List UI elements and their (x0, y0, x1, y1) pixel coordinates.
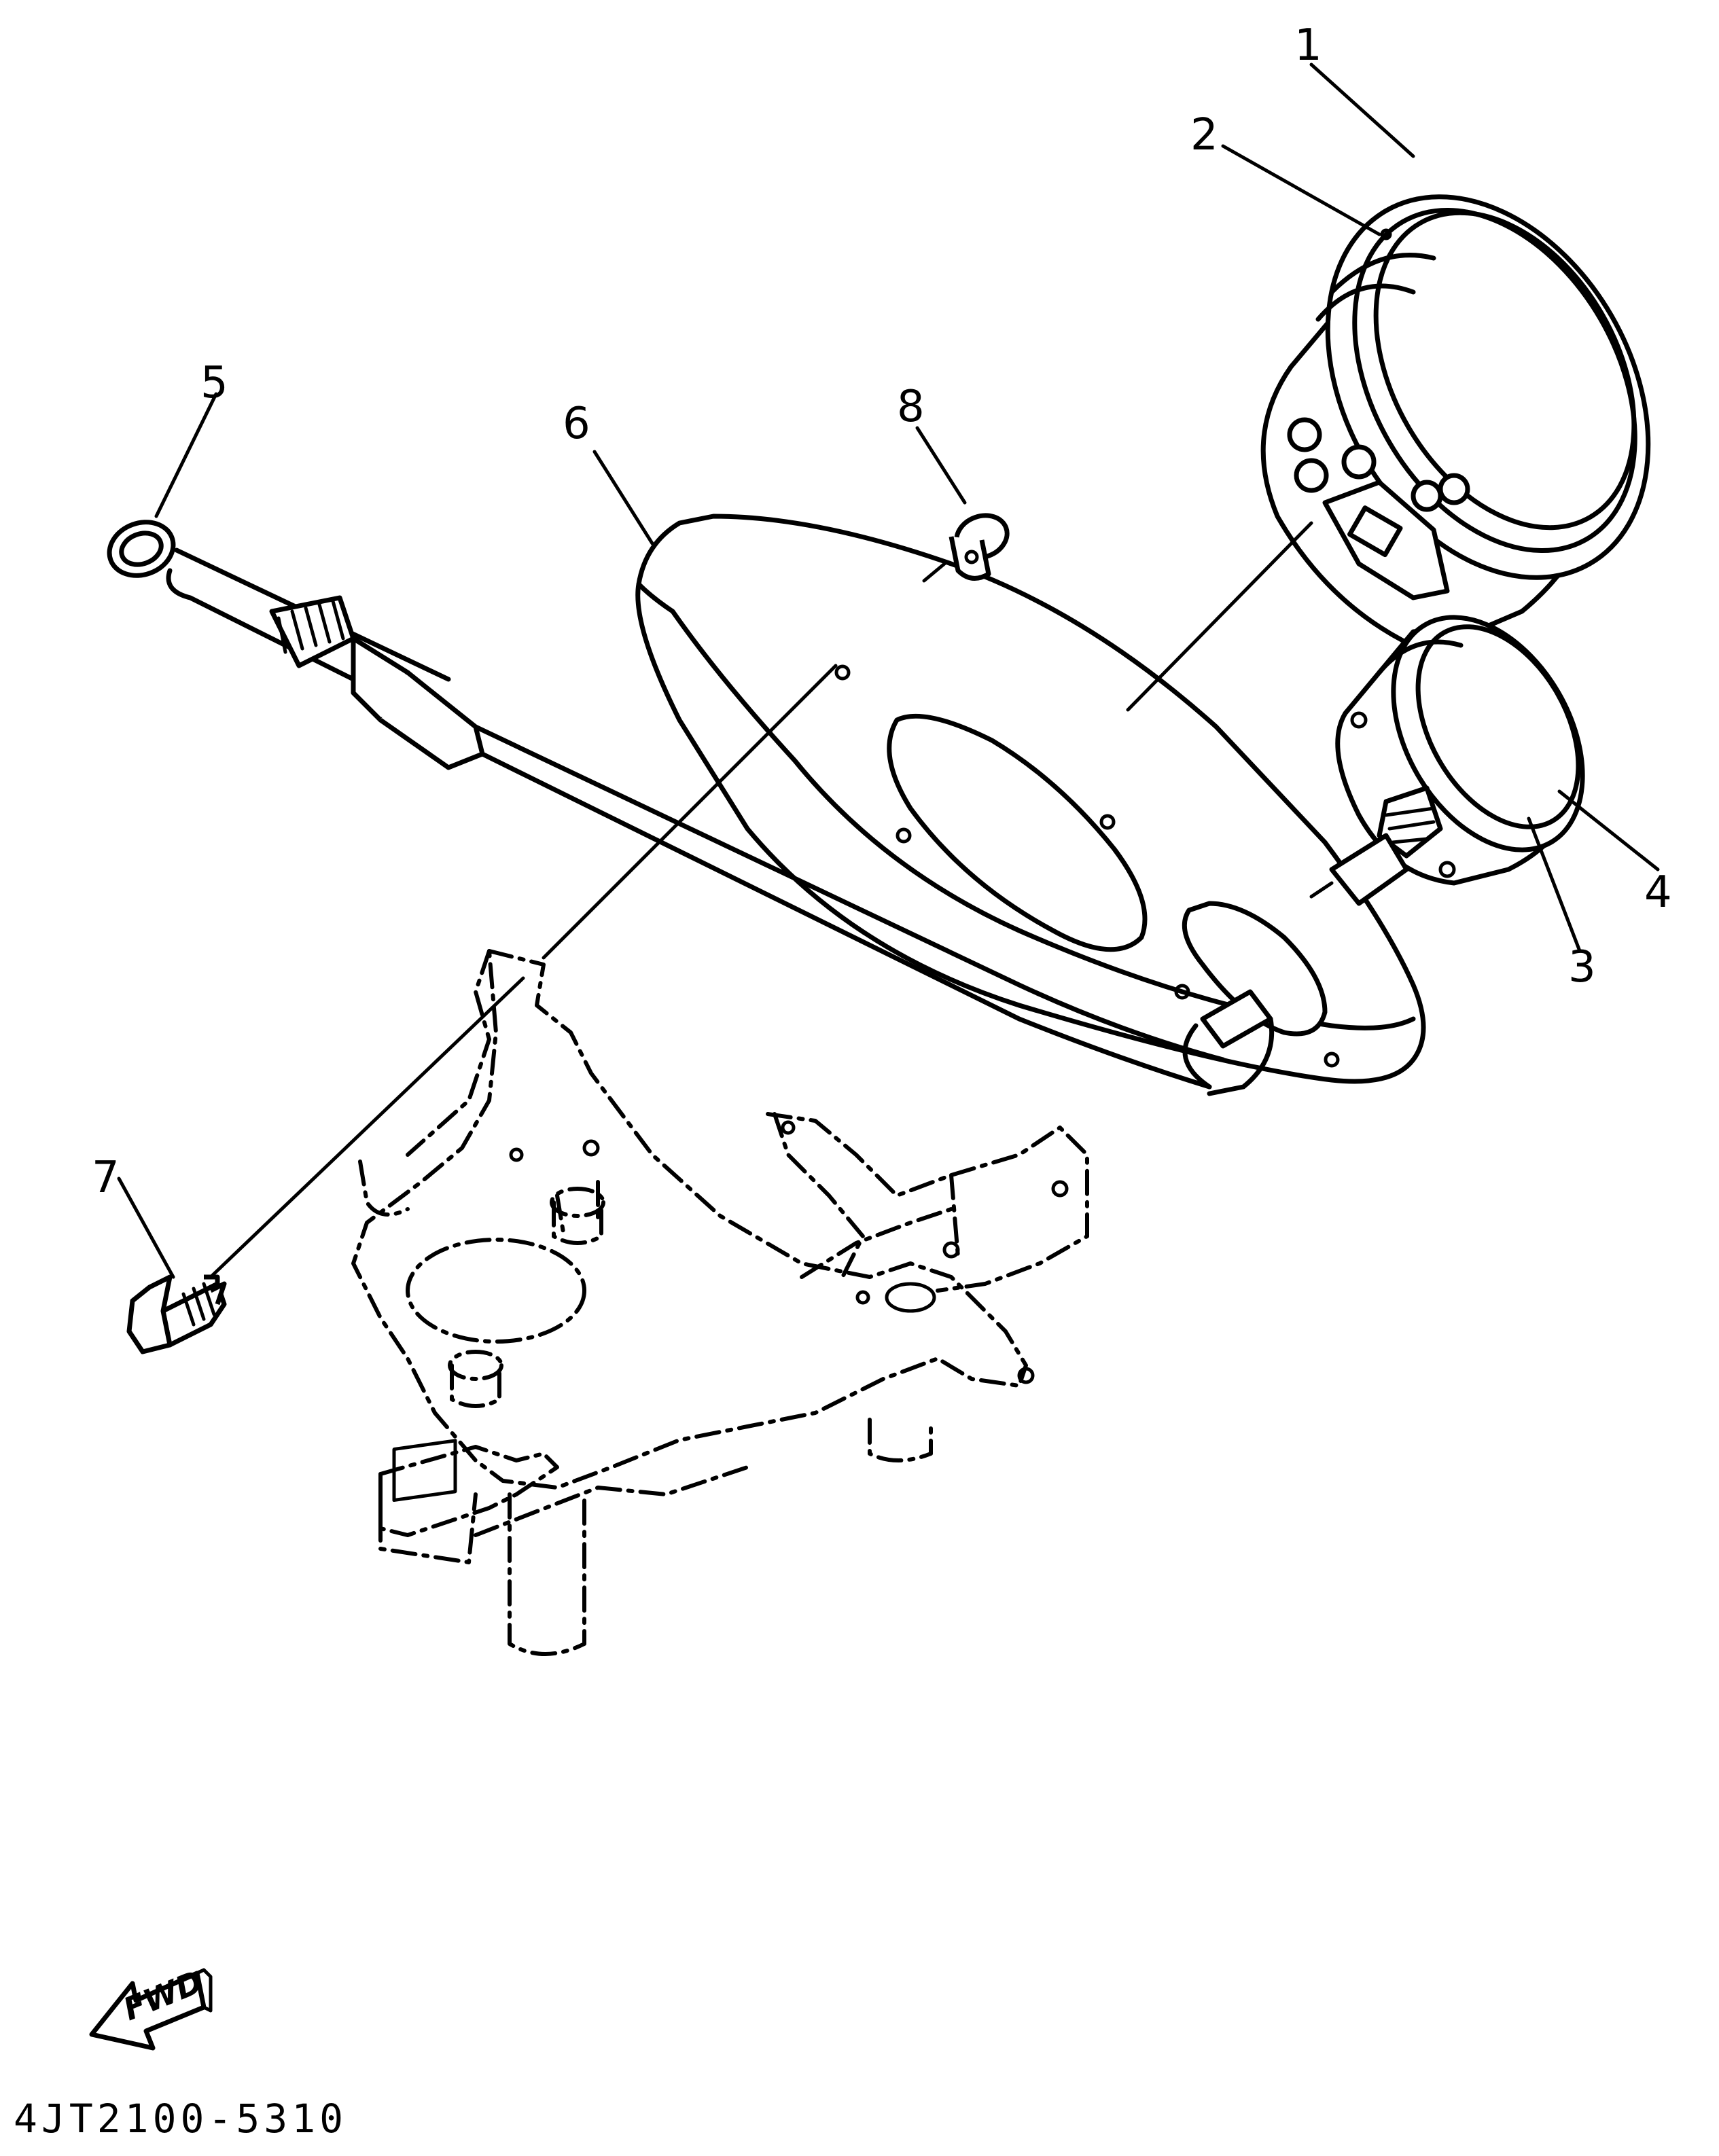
callout-1: 1 (1294, 20, 1322, 71)
diagram-part-code: 4JT2100-5310 (14, 2096, 348, 2142)
callout-2: 2 (1190, 110, 1218, 160)
callout-3: 3 (1568, 942, 1596, 992)
assembly-lines (209, 521, 1334, 1279)
o-ring (107, 520, 176, 578)
large-gauge-meter (1260, 194, 1651, 655)
forward-direction-arrow: FWD (89, 1963, 213, 2051)
callout-7: 7 (92, 1153, 120, 1203)
tapping-screw (126, 1274, 227, 1354)
callout-numbers: 1 2 3 4 5 6 7 8 (92, 20, 1672, 1203)
callout-6: 6 (563, 399, 590, 449)
small-gauge-meter (1329, 615, 1585, 906)
meter-cable (166, 547, 1275, 1096)
grommet (949, 513, 1010, 581)
callout-5: 5 (200, 358, 228, 408)
callout-8: 8 (897, 382, 925, 432)
callout-leaders (117, 62, 1660, 1279)
mounting-bracket-frame (351, 949, 1089, 1656)
mount-plate (635, 514, 1426, 1084)
callout-4: 4 (1644, 867, 1672, 918)
